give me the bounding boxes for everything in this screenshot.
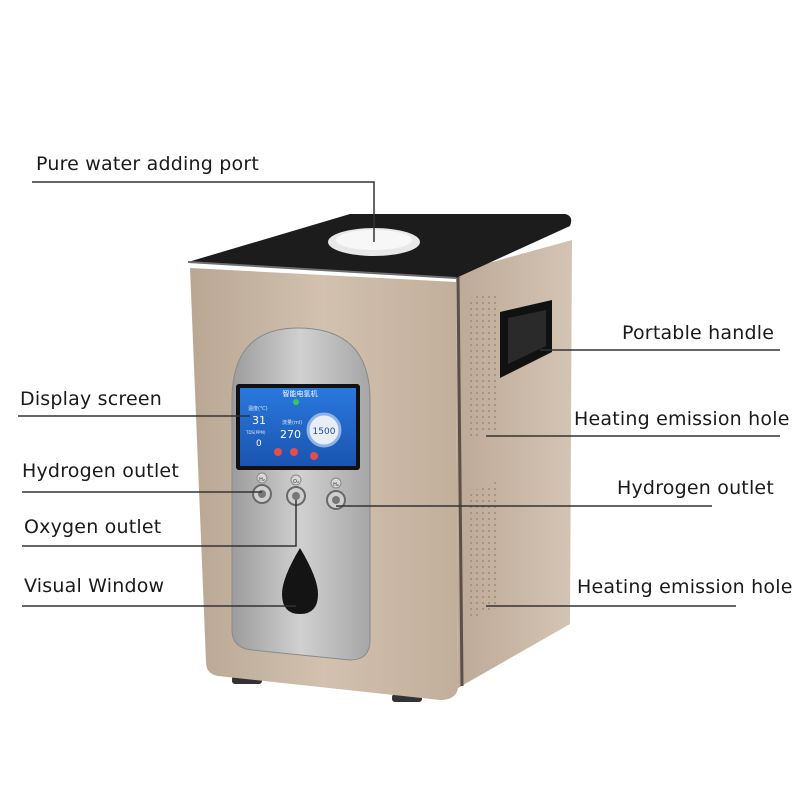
label-visual-window: Visual Window [24,575,165,597]
label-heating-emission-hole-2: Heating emission hole [577,576,793,598]
screen-aux-value: 0 [256,439,262,449]
side-vent-upper [470,292,496,438]
screen-gauge [306,412,342,448]
screen-gauge-value: 1500 [313,427,336,437]
screen-title: 智能电氢机 [283,389,318,398]
visual-window [282,548,318,614]
label-display-screen: Display screen [20,388,163,410]
label-hydrogen-outlet-right: Hydrogen outlet [617,477,774,499]
side-vent-lower [470,482,496,620]
leader-water-port [32,181,375,242]
screen-flow-value: 270 [280,428,301,441]
outlet-hydrogen-left-port [252,472,272,504]
outlet-hydrogen-right-port [326,477,346,510]
screen-temp-label: 温度(℃) [248,405,268,412]
port-label-right: H₂ [333,482,339,488]
screen-aux-label: TDS(PPM) [245,430,266,435]
screen-temp-value: 31 [252,414,266,427]
port-label-left: H₂ [259,477,265,483]
leader-oxygen [22,500,297,547]
label-pure-water-port: Pure water adding port [36,153,259,175]
port-label-middle: O₂ [293,479,299,485]
label-hydrogen-outlet-left: Hydrogen outlet [22,460,179,482]
label-portable-handle: Portable handle [622,322,775,344]
screen-flow-label: 流量(ml) [282,419,302,426]
label-oxygen-outlet: Oxygen outlet [24,516,162,538]
side-frame [456,275,464,687]
label-heating-emission-hole-1: Heating emission hole [574,408,790,430]
